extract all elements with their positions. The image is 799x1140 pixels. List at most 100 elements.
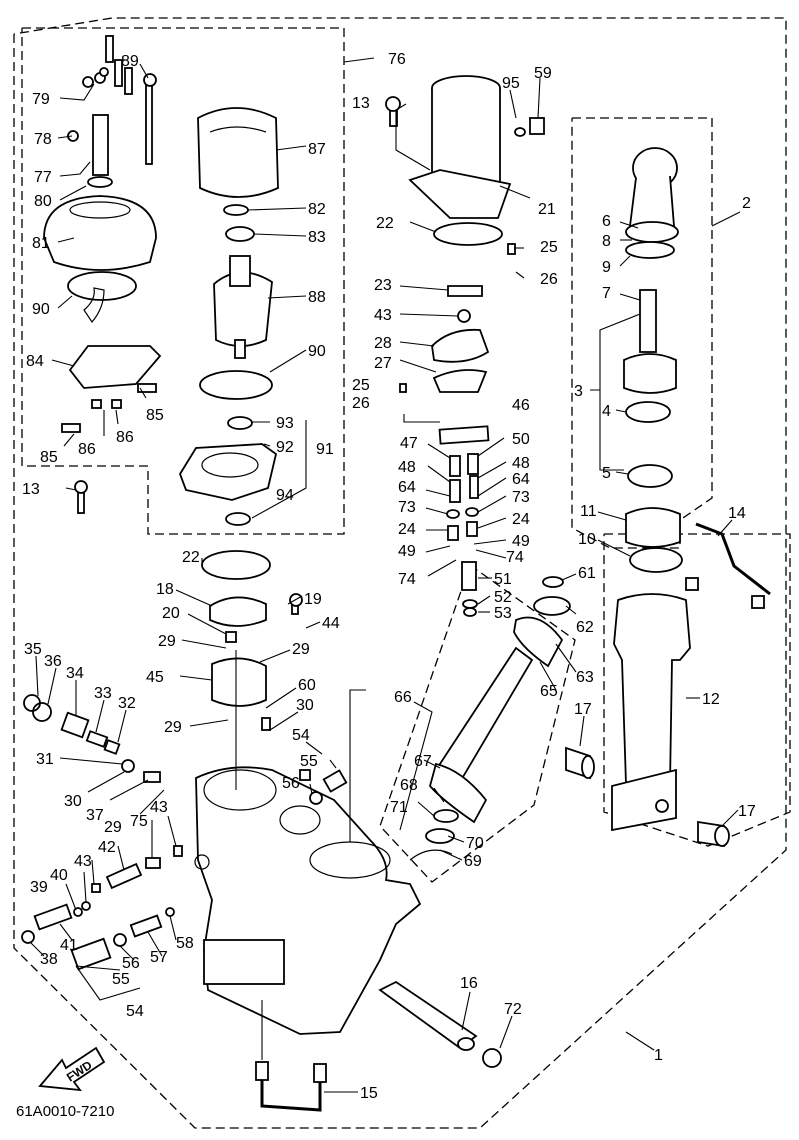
callout: 2 (742, 195, 751, 212)
callout: 56 (282, 775, 300, 792)
callout: 29 (158, 633, 176, 650)
callout: 13 (352, 95, 370, 112)
callout: 65 (540, 683, 558, 700)
callout: 43 (374, 307, 392, 324)
callout: 14 (728, 505, 746, 522)
callout: 84 (26, 353, 44, 370)
callout: 90 (32, 301, 50, 318)
callout: 8 (602, 233, 611, 250)
callout: 1 (654, 1047, 663, 1064)
callout: 62 (576, 619, 594, 636)
callout: 33 (94, 685, 112, 702)
tilt-cylinder (611, 593, 691, 832)
pipe-15 (255, 1061, 327, 1112)
pump-bracket (179, 443, 278, 501)
callout: 79 (32, 91, 50, 108)
callout: 42 (98, 839, 116, 856)
bushings-17 (565, 746, 730, 848)
cylinder-group-boundary (571, 117, 713, 549)
callout: 71 (390, 799, 408, 816)
trim-cylinder-parts (623, 147, 683, 573)
callout: 47 (400, 435, 418, 452)
manual-valve-parts (21, 694, 348, 971)
callout: 24 (512, 511, 530, 528)
callout: 44 (322, 615, 340, 632)
callout: 55 (300, 753, 318, 770)
pipe-14 (685, 522, 771, 609)
callout: 19 (304, 591, 322, 608)
callout: 37 (86, 807, 104, 824)
callout: 83 (308, 229, 326, 246)
piston-assembly-61-65 (409, 576, 571, 861)
callout: 73 (512, 489, 530, 506)
bearing-93 (227, 416, 253, 430)
callout: 48 (398, 459, 416, 476)
motor-washer (223, 204, 249, 216)
callout: 64 (398, 479, 416, 496)
callout: 57 (150, 949, 168, 966)
motor-base-plate (61, 287, 162, 433)
callout: 77 (34, 169, 52, 186)
callout: 27 (374, 355, 392, 372)
motor-group-boundary (21, 27, 345, 535)
callout: 38 (40, 951, 58, 968)
callout: 30 (296, 697, 314, 714)
callout: 15 (360, 1085, 378, 1102)
callout: 67 (414, 753, 432, 770)
callout: 69 (464, 853, 482, 870)
callout: 39 (30, 879, 48, 896)
reservoir (408, 75, 512, 219)
callout: 36 (44, 653, 62, 670)
callout: 22 (376, 215, 394, 232)
callout: 28 (374, 335, 392, 352)
callout: 74 (398, 571, 416, 588)
motor-yoke (197, 107, 279, 198)
callout: 86 (78, 441, 96, 458)
callout: 43 (74, 853, 92, 870)
circlip-72 (482, 1048, 502, 1068)
callout: 90 (308, 343, 326, 360)
callout: 55 (112, 971, 130, 988)
callout: 70 (466, 835, 484, 852)
callout: 46 (512, 397, 530, 414)
callout: 10 (578, 531, 596, 548)
callout: 49 (398, 543, 416, 560)
callout: 16 (460, 975, 478, 992)
tilt-pin-16 (378, 980, 478, 1051)
callout: 76 (388, 51, 406, 68)
callout: 81 (32, 235, 50, 252)
callout: 5 (602, 465, 611, 482)
callout: 91 (316, 441, 334, 458)
callout: 85 (40, 449, 58, 466)
callout: 35 (24, 641, 42, 658)
motor-o-ring-lower (199, 370, 273, 400)
bearing-94 (225, 512, 251, 526)
valve-stack (446, 453, 479, 617)
callout: 34 (66, 665, 84, 682)
callout: 92 (276, 439, 294, 456)
callout: 7 (602, 285, 611, 302)
callout: 25 (540, 239, 558, 256)
callout: 21 (538, 201, 556, 218)
callout: 94 (276, 487, 294, 504)
callout: 20 (162, 605, 180, 622)
callout: 4 (602, 403, 611, 420)
callout: 41 (60, 937, 78, 954)
assembly-boundary (13, 17, 787, 1129)
stern-bracket-body (194, 766, 422, 1035)
o-ring-22-lower (201, 550, 271, 580)
callout: 61 (578, 565, 596, 582)
callout: 22 (182, 549, 200, 566)
callout: 50 (512, 431, 530, 448)
callout: 53 (494, 605, 512, 622)
valve-group-boundary (379, 564, 576, 883)
callout: 66 (394, 689, 412, 706)
motor-end-cap (43, 195, 157, 271)
callout: 30 (64, 793, 82, 810)
callout: 73 (398, 499, 416, 516)
callout: 54 (126, 1003, 144, 1020)
callout: 49 (512, 533, 530, 550)
callout: 56 (122, 955, 140, 972)
